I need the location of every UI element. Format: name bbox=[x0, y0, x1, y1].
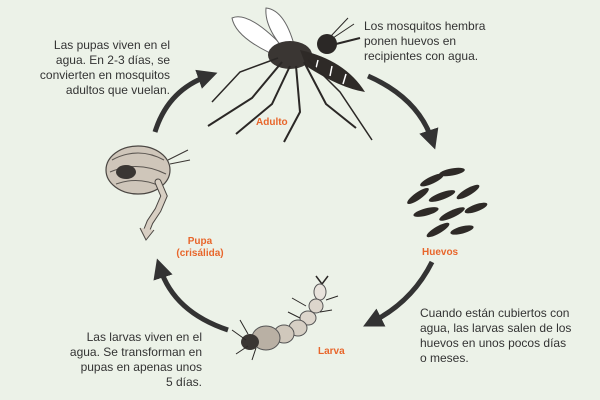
arrow-eggs-to-larva bbox=[363, 260, 435, 327]
pupa-description: Las pupas viven en el agua. En 2-3 días,… bbox=[18, 38, 170, 98]
arrow-larva-to-pupa bbox=[153, 258, 229, 333]
pupa-stage-label-line: (crisálida) bbox=[176, 248, 224, 259]
eggs-icon bbox=[407, 167, 488, 238]
pupa-description-line: agua. En 2-3 días, se bbox=[55, 53, 170, 67]
eggs-description-line: Cuando están cubiertos con bbox=[420, 306, 570, 320]
pupa-icon bbox=[105, 145, 191, 241]
pupa-stage-label-line: Pupa bbox=[187, 236, 213, 247]
pupa-description-line: convierten en mosquitos bbox=[39, 68, 170, 82]
pupa-description-line: adultos que vuelan. bbox=[65, 83, 170, 97]
larva-description-line: 5 días. bbox=[165, 375, 202, 389]
larva-description: Las larvas viven en el agua. Se transfor… bbox=[18, 330, 202, 390]
eggs-stage-label: Huevos bbox=[422, 247, 459, 258]
larva-description-line: pupas en apenas unos bbox=[80, 360, 202, 374]
adult-description-line: recipientes con agua. bbox=[364, 49, 479, 63]
adult-stage-label: Adulto bbox=[256, 117, 288, 128]
eggs-description-line: huevos en unos pocos días bbox=[420, 336, 567, 350]
adult-description: Los mosquitos hembra ponen huevos en rec… bbox=[364, 19, 514, 64]
arrow-pupa-to-adult bbox=[152, 69, 218, 133]
mosquito-icon bbox=[207, 7, 373, 143]
eggs-description-line: o meses. bbox=[420, 351, 469, 365]
larva-icon bbox=[231, 275, 339, 361]
adult-description-line: ponen huevos en bbox=[364, 34, 457, 48]
larva-description-line: agua. Se transforman en bbox=[69, 345, 202, 359]
pupa-stage-label: Pupa (crisálida) bbox=[160, 236, 240, 260]
larva-description-line: Las larvas viven en el bbox=[86, 330, 202, 344]
eggs-description-line: agua, las larvas salen de los bbox=[420, 321, 572, 335]
adult-description-line: Los mosquitos hembra bbox=[364, 19, 486, 33]
eggs-description: Cuando están cubiertos con agua, las lar… bbox=[420, 306, 598, 366]
pupa-description-line: Las pupas viven en el bbox=[53, 38, 170, 52]
arrow-adult-to-eggs bbox=[366, 73, 439, 150]
larva-stage-label: Larva bbox=[318, 346, 345, 357]
